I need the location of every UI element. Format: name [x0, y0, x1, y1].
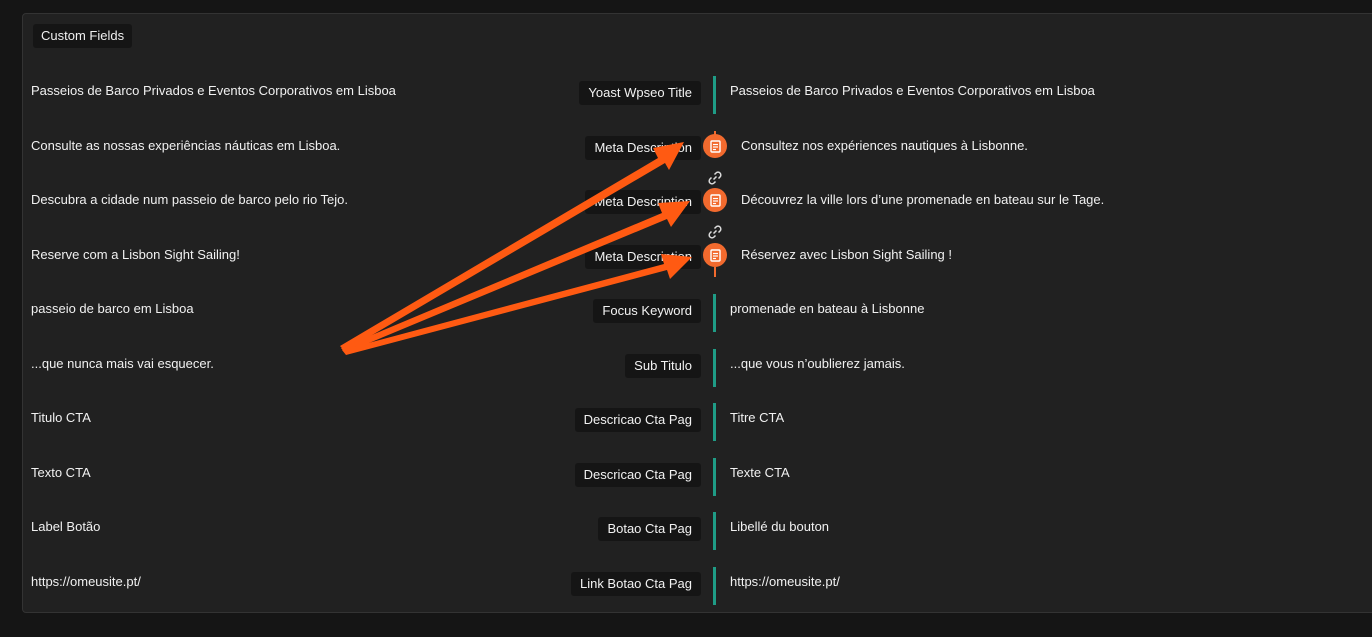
field-row: Titulo CTA Descricao Cta Pag Titre CTA — [0, 403, 1372, 441]
translation-text[interactable]: Réservez avec Lisbon Sight Sailing ! — [741, 247, 953, 262]
source-text: Label Botão — [31, 519, 101, 534]
status-bar — [713, 76, 716, 114]
field-row: ...que nunca mais vai esquecer. Sub Titu… — [0, 349, 1372, 387]
translation-text[interactable]: Passeios de Barco Privados e Eventos Cor… — [730, 83, 1095, 98]
translation-text[interactable]: Consultez nos expériences nautiques à Li… — [741, 138, 1028, 153]
field-row: Texto CTA Descricao Cta Pag Texte CTA — [0, 458, 1372, 496]
status-bar — [713, 403, 716, 441]
translation-text[interactable]: Titre CTA — [730, 410, 785, 425]
source-text: Passeios de Barco Privados e Eventos Cor… — [31, 83, 396, 98]
field-label: Descricao Cta Pag — [574, 463, 701, 487]
field-label: Botao Cta Pag — [598, 517, 701, 541]
field-label: Link Botao Cta Pag — [570, 572, 701, 596]
field-row: https://omeusite.pt/ Link Botao Cta Pag … — [0, 567, 1372, 605]
translation-text[interactable]: ...que vous n’oublierez jamais. — [730, 356, 905, 371]
field-label: Focus Keyword — [593, 299, 701, 323]
field-label: Descricao Cta Pag — [574, 408, 701, 432]
source-text: Reserve com a Lisbon Sight Sailing! — [31, 247, 240, 262]
source-text: ...que nunca mais vai esquecer. — [31, 356, 214, 371]
field-label: Meta Description — [585, 136, 701, 160]
linked-stem — [714, 267, 716, 277]
translation-text[interactable]: promenade en bateau à Lisbonne — [730, 301, 925, 316]
translation-text[interactable]: Libellé du bouton — [730, 519, 830, 534]
translation-text[interactable]: Texte CTA — [730, 465, 790, 480]
field-row: Descubra a cidade num passeio de barco p… — [0, 188, 1372, 222]
status-bar — [713, 294, 716, 332]
field-row: Label Botão Botao Cta Pag Libellé du bou… — [0, 512, 1372, 550]
status-bar — [713, 512, 716, 550]
translation-text[interactable]: https://omeusite.pt/ — [730, 574, 840, 589]
field-row: Passeios de Barco Privados e Eventos Cor… — [0, 76, 1372, 114]
document-icon[interactable] — [703, 188, 727, 212]
status-bar — [713, 458, 716, 496]
field-row: Reserve com a Lisbon Sight Sailing! Meta… — [0, 243, 1372, 277]
panel-title: Custom Fields — [33, 24, 133, 48]
document-icon[interactable] — [703, 134, 727, 158]
chain-link-icon[interactable] — [706, 223, 724, 241]
field-row: passeio de barco em Lisboa Focus Keyword… — [0, 294, 1372, 332]
source-text: Consulte as nossas experiências náuticas… — [31, 138, 341, 153]
field-row: Consulte as nossas experiências náuticas… — [0, 131, 1372, 168]
field-label: Meta Description — [585, 190, 701, 214]
field-label: Sub Titulo — [625, 354, 701, 378]
translation-text[interactable]: Découvrez la ville lors d’une promenade … — [741, 192, 1105, 207]
source-text: Descubra a cidade num passeio de barco p… — [31, 192, 349, 207]
field-label: Meta Description — [585, 245, 701, 269]
document-icon[interactable] — [703, 243, 727, 267]
status-bar — [713, 349, 716, 387]
source-text: Titulo CTA — [31, 410, 91, 425]
status-bar — [713, 567, 716, 605]
chain-link-icon[interactable] — [706, 169, 724, 187]
source-text: https://omeusite.pt/ — [31, 574, 141, 589]
source-text: Texto CTA — [31, 465, 91, 480]
field-label: Yoast Wpseo Title — [579, 81, 701, 105]
source-text: passeio de barco em Lisboa — [31, 301, 194, 316]
